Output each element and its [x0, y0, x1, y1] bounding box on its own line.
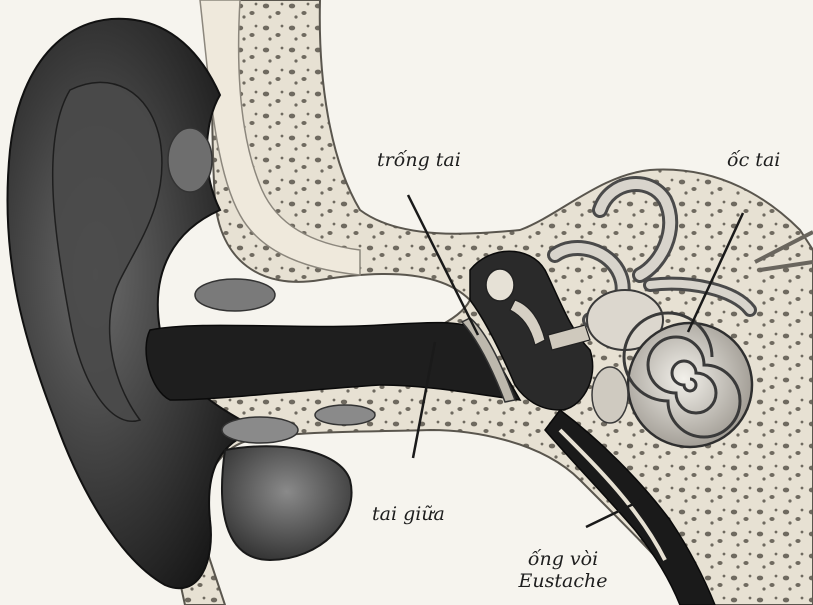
cartilage-3 — [222, 417, 298, 443]
ossicle-malleus — [486, 269, 514, 301]
cartilage-2 — [195, 279, 275, 311]
ear-canal — [146, 323, 520, 400]
label-cochlea: ốc tai — [727, 150, 780, 172]
round-window — [592, 367, 628, 423]
earlobe — [222, 446, 352, 560]
cartilage-4 — [315, 405, 375, 425]
label-eustachian-tube: ống vòi Eustache — [512, 549, 614, 593]
label-eustachian-line-1: ống vòi — [512, 549, 614, 571]
cartilage-1 — [168, 128, 212, 192]
label-eardrum: trống tai — [377, 150, 461, 172]
label-middle-ear: tai giữa — [372, 504, 445, 526]
label-eustachian-line-2: Eustache — [512, 571, 614, 593]
